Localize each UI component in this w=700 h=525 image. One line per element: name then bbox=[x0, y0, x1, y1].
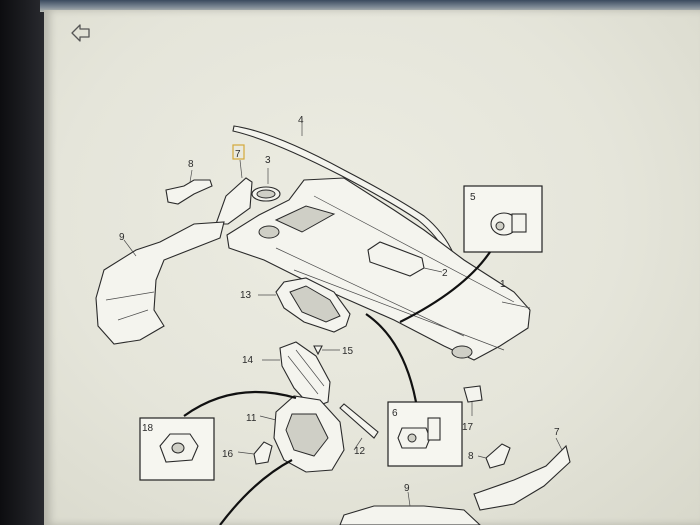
leader-9-bottom bbox=[407, 491, 411, 507]
part-1-hole bbox=[258, 225, 280, 239]
monitor-bezel-top bbox=[40, 0, 700, 12]
part-8-clip-top[interactable] bbox=[165, 179, 213, 205]
part-12-rod[interactable] bbox=[339, 403, 379, 439]
monitor-bezel-left bbox=[0, 0, 46, 525]
callout-14[interactable]: 14 bbox=[242, 355, 254, 366]
part-17-clip[interactable] bbox=[463, 385, 483, 403]
callout-9-bottom[interactable]: 9 bbox=[404, 483, 410, 494]
leader-12 bbox=[353, 437, 363, 451]
part-1-vent-slot bbox=[274, 205, 336, 233]
callout-16[interactable]: 16 bbox=[222, 449, 234, 460]
callout-8-top[interactable]: 8 bbox=[188, 159, 194, 170]
callout-17[interactable]: 17 bbox=[462, 422, 474, 433]
diagram-screen: 4 3 7 8 9 5 2 1 13 14 15 11 6 17 18 16 1… bbox=[44, 10, 700, 525]
part-15-screw[interactable] bbox=[313, 345, 323, 356]
arrow-lower bbox=[219, 459, 293, 525]
arrow-18 bbox=[183, 390, 297, 417]
leader-2 bbox=[423, 267, 443, 273]
callout-1[interactable]: 1 bbox=[500, 279, 506, 290]
back-arrow-icon bbox=[71, 24, 90, 42]
callout-4[interactable]: 4 bbox=[298, 115, 304, 126]
leader-16 bbox=[237, 451, 255, 455]
callout-9-left[interactable]: 9 bbox=[119, 232, 125, 243]
callout-13[interactable]: 13 bbox=[240, 290, 252, 301]
callout-12[interactable]: 12 bbox=[354, 446, 366, 457]
part-14-pleats bbox=[287, 349, 325, 395]
part-9-lower-cover[interactable] bbox=[339, 505, 481, 525]
leader-7-top bbox=[239, 159, 243, 179]
callout-11[interactable]: 11 bbox=[246, 413, 257, 424]
leader-7-bottom bbox=[555, 437, 563, 451]
inset-18-fastener[interactable] bbox=[139, 417, 215, 481]
callout-8-bottom[interactable]: 8 bbox=[468, 451, 474, 462]
part-13-opening bbox=[289, 285, 341, 323]
part-11-inner bbox=[285, 413, 329, 457]
callout-2[interactable]: 2 bbox=[442, 268, 448, 279]
callout-7-bottom[interactable]: 7 bbox=[554, 427, 560, 438]
inset-6-fastener[interactable] bbox=[387, 401, 463, 467]
leader-11 bbox=[259, 415, 277, 421]
inset-5-fastener[interactable] bbox=[463, 185, 543, 253]
arrow-6 bbox=[365, 313, 418, 403]
arrow-5 bbox=[399, 251, 491, 323]
callout-5[interactable]: 5 bbox=[470, 192, 476, 203]
leader-8-bottom bbox=[477, 455, 487, 459]
part-9-side-cover[interactable] bbox=[95, 221, 225, 345]
part-9-ribs bbox=[105, 291, 155, 321]
part-3-grommet-hole bbox=[256, 189, 276, 199]
part-16-clip[interactable] bbox=[253, 441, 273, 465]
selected-callout-box bbox=[232, 144, 245, 160]
callout-6[interactable]: 6 bbox=[392, 408, 398, 419]
leader-9-left bbox=[123, 239, 137, 257]
part-1-ribs bbox=[275, 195, 515, 351]
part-8-clip-bottom[interactable] bbox=[485, 443, 511, 469]
callout-3[interactable]: 3 bbox=[265, 155, 271, 166]
part-7-lower-trim[interactable] bbox=[473, 444, 571, 511]
part-7-bracket-top[interactable] bbox=[215, 177, 253, 225]
leader-1 bbox=[501, 301, 531, 309]
callout-18[interactable]: 18 bbox=[142, 423, 154, 434]
callout-15[interactable]: 15 bbox=[342, 346, 354, 357]
back-button[interactable] bbox=[66, 22, 92, 44]
part-14-filter[interactable] bbox=[279, 341, 331, 409]
callout-7-top[interactable]: 7 bbox=[235, 149, 241, 160]
exploded-parts-diagram: 4 3 7 8 9 5 2 1 13 14 15 11 6 17 18 16 1… bbox=[66, 22, 571, 525]
part-1-drain-hole bbox=[451, 345, 473, 359]
leader-8-top bbox=[189, 169, 193, 183]
